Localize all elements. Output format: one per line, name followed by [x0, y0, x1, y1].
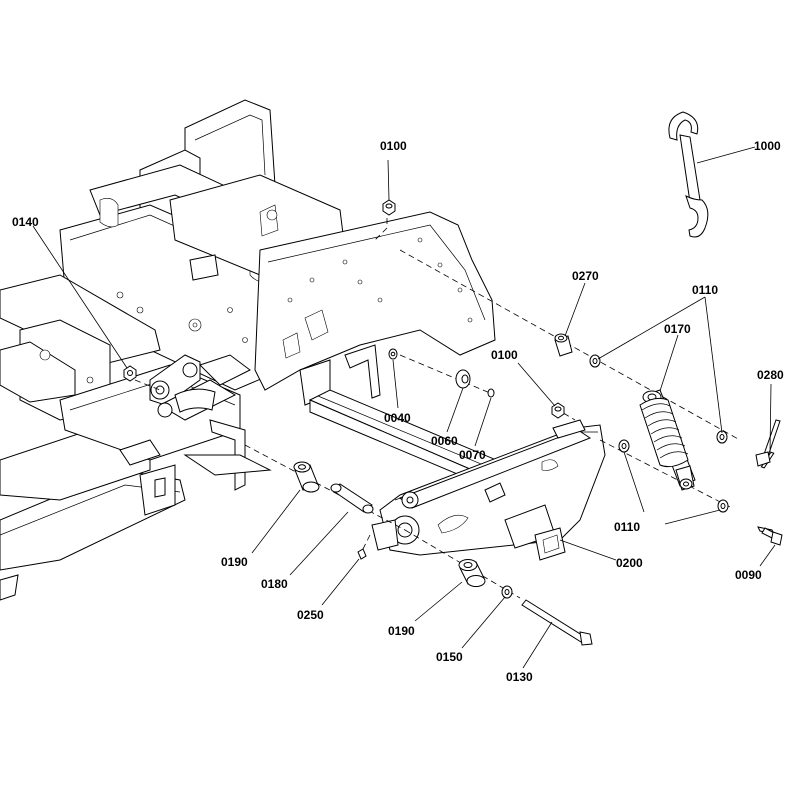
leader-lines: [32, 146, 776, 669]
bolt-0130: [521, 599, 593, 646]
bolt-0280: [755, 419, 781, 469]
spacer-tube-0180: [330, 483, 374, 514]
callout-0040: 0040: [384, 411, 411, 425]
wrench-tool-1000: [668, 111, 709, 238]
callout-1000: 1000: [754, 139, 781, 153]
washer-0150: [501, 585, 513, 599]
callout-0100-middle: 0100: [491, 348, 518, 362]
washer-0110-lower-right: [717, 499, 729, 513]
callout-0280: 0280: [757, 368, 784, 382]
swing-arm-0200: [371, 419, 606, 561]
callout-0270: 0270: [572, 269, 599, 283]
shock-absorber-0170: [639, 389, 696, 491]
grease-fitting-0250: [357, 548, 367, 560]
chassis-frame: [0, 99, 496, 601]
cross-tube: [308, 389, 522, 493]
callout-0150: 0150: [436, 650, 463, 664]
washer-0110-right: [716, 430, 728, 444]
callout-0060: 0060: [431, 434, 458, 448]
washer-0060: [455, 369, 471, 389]
callout-labels: 0100 1000 0140 0270 0110 0170 0280 0100 …: [12, 139, 784, 684]
bolt-0040: [388, 348, 398, 360]
callout-0130: 0130: [506, 670, 533, 684]
screw-0070: [487, 388, 495, 398]
callout-0110-top: 0110: [692, 283, 718, 297]
bushing-0190-lower: [458, 559, 486, 587]
callout-0250: 0250: [297, 608, 324, 622]
nut-0140: [123, 365, 137, 382]
washer-0110-top: [589, 354, 601, 368]
callout-0140: 0140: [12, 215, 39, 229]
bushing-0190-upper: [293, 461, 320, 493]
bushing-0270: [554, 333, 573, 357]
callout-0110-lower: 0110: [614, 520, 640, 534]
nut-0100-middle: [551, 402, 565, 419]
callout-0180: 0180: [261, 577, 288, 591]
nut-0100-top: [382, 199, 396, 216]
callout-0090: 0090: [735, 568, 762, 582]
callout-0100-top: 0100: [380, 139, 407, 153]
callout-0070: 0070: [459, 448, 486, 462]
washer-0110-lower-left: [618, 439, 630, 453]
callout-0190-lower: 0190: [388, 624, 415, 638]
callout-0190-upper: 0190: [221, 555, 248, 569]
callout-0170: 0170: [664, 322, 691, 336]
bolt-0090: [757, 526, 783, 546]
callout-0200: 0200: [616, 556, 643, 570]
